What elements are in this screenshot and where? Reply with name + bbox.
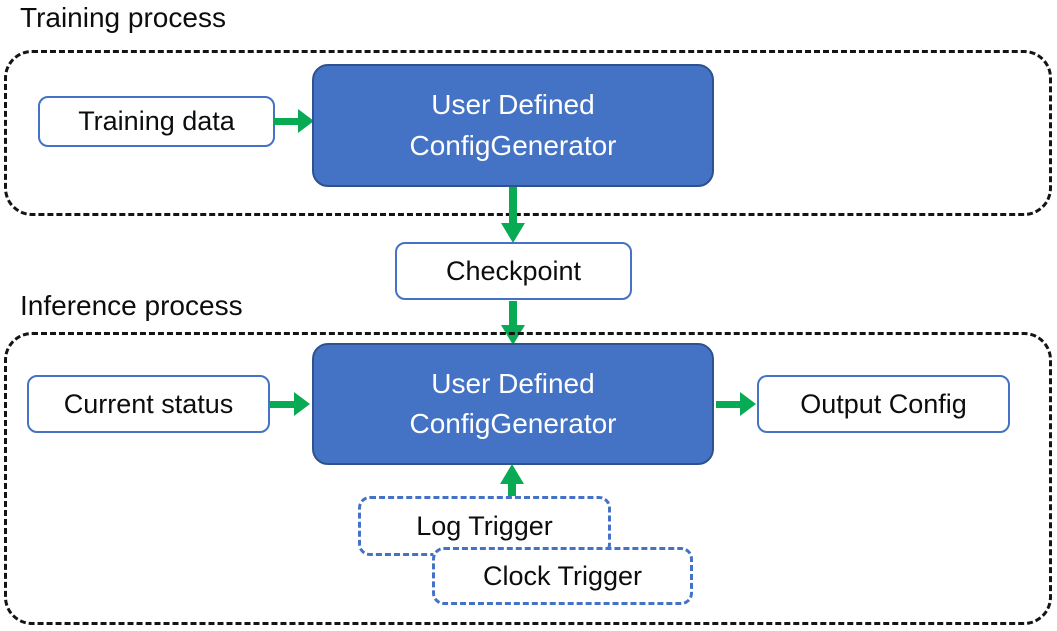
output-config-box: Output Config <box>757 375 1010 433</box>
log-trigger-box: Log Trigger <box>358 496 611 556</box>
arrow-current-status-to-generator <box>270 392 310 416</box>
arrow-triggers-to-generator <box>500 464 524 497</box>
arrow-generator-to-checkpoint <box>501 187 525 243</box>
training-process-frame <box>4 50 1052 216</box>
arrow-training-data-to-generator <box>274 109 314 133</box>
inference-config-generator-box: User Defined ConfigGenerator <box>312 343 714 465</box>
inference-process-frame <box>4 332 1052 625</box>
training-data-box: Training data <box>38 96 275 147</box>
inference-process-label: Inference process <box>20 290 243 321</box>
training-config-generator-box: User Defined ConfigGenerator <box>312 64 714 187</box>
current-status-box: Current status <box>27 375 270 433</box>
training-process-label: Training process <box>20 2 226 33</box>
clock-trigger-box: Clock Trigger <box>432 547 693 605</box>
arrow-checkpoint-to-inference-generator <box>501 301 525 345</box>
checkpoint-box: Checkpoint <box>395 242 632 300</box>
arrow-generator-to-output-config <box>716 392 756 416</box>
